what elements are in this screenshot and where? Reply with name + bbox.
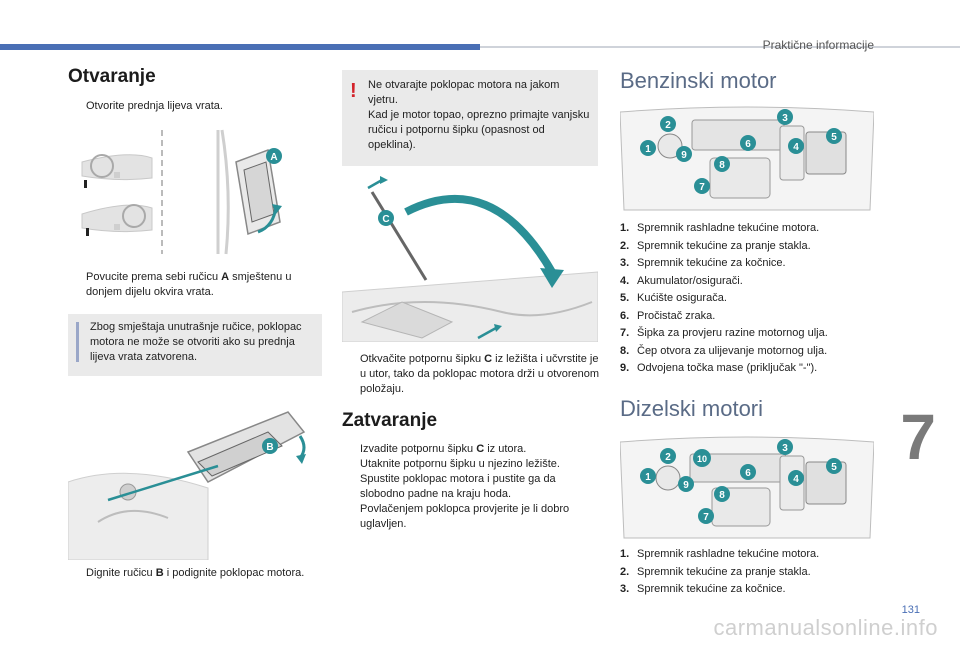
heading-dizelski-motori: Dizelski motori — [620, 396, 764, 421]
step-open-door: Otvorite prednja lijeva vrata. — [86, 100, 223, 112]
list-item: 2.Spremnik tekućine za pranje stakla. — [620, 565, 811, 578]
marker-2: 2 — [665, 452, 671, 463]
header-rule — [480, 46, 960, 48]
petrol-legend: 1.Spremnik rashladne tekućine motora. 2.… — [620, 220, 870, 378]
header-accent-bar — [0, 44, 480, 50]
marker-4: 4 — [793, 142, 799, 153]
marker-5: 5 — [831, 462, 837, 473]
list-item: 7.Šipka za provjeru razine motornog ulja… — [620, 327, 828, 339]
heading-benzinski-motor: Benzinski motor — [620, 68, 777, 93]
marker-2: 2 — [665, 120, 671, 131]
step-raise-lever-b: Dignite ručicu B i podignite poklopac mo… — [86, 567, 305, 579]
figure-diesel-engine: 1 2 3 4 5 6 7 8 9 10 — [620, 436, 874, 539]
heading-zatvaranje: Zatvaranje — [342, 410, 438, 431]
warning-icon: ! — [350, 80, 357, 102]
marker-1: 1 — [645, 472, 651, 483]
marker-6: 6 — [745, 139, 751, 150]
marker-9: 9 — [683, 480, 689, 491]
marker-3: 3 — [782, 443, 788, 454]
info-bar-icon — [76, 322, 79, 362]
figure-lever-a: A — [81, 129, 282, 255]
figure-prop-rod-c: C — [342, 176, 598, 342]
closing-step: Spustite poklopac motora i pustite ga da… — [360, 473, 556, 500]
list-item: 5.Kućište osigurača. — [620, 292, 727, 304]
closing-step: Utaknite potpornu šipku u njezino ležišt… — [360, 458, 560, 470]
list-item: 3.Spremnik tekućine za kočnice. — [620, 257, 786, 269]
marker-6: 6 — [745, 468, 751, 479]
list-item: 1.Spremnik rashladne tekućine motora. — [620, 222, 820, 234]
info-note: Zbog smještaja unutrašnje ručice, poklop… — [68, 314, 322, 376]
list-item: 8.Čep otvora za ulijevanje motornog ulja… — [620, 344, 828, 357]
list-item: 3.Spremnik tekućine za kočnice. — [620, 583, 786, 595]
marker-a: A — [270, 152, 277, 163]
marker-7: 7 — [703, 512, 709, 523]
step-unhook-rod-c: Otkvačite potpornu šipku C iz ležišta i … — [360, 353, 600, 395]
page-number: 131 — [901, 604, 920, 616]
figure-lever-b: B — [68, 411, 306, 560]
closing-steps: Izvadite potpornu šipku C iz utora. Utak… — [342, 442, 598, 532]
marker-b: B — [266, 442, 273, 453]
figure-petrol-engine: 1 2 3 4 5 6 7 8 9 — [620, 106, 874, 211]
list-item: 4.Akumulator/osigurači. — [620, 274, 743, 287]
diesel-legend: 1.Spremnik rashladne tekućine motora. 2.… — [620, 546, 870, 599]
marker-c: C — [382, 214, 389, 225]
list-item: 2.Spremnik tekućine za pranje stakla. — [620, 239, 811, 252]
running-head: Praktične informacije — [762, 38, 874, 52]
watermark: carmanualsonline.info — [713, 615, 938, 640]
marker-9: 9 — [681, 150, 687, 161]
chapter-number: 7 — [900, 401, 936, 473]
marker-3: 3 — [782, 113, 788, 124]
marker-10: 10 — [697, 454, 707, 464]
marker-7: 7 — [699, 182, 705, 193]
heading-otvaranje: Otvaranje — [68, 66, 156, 87]
marker-8: 8 — [719, 160, 725, 171]
step-pull-lever-a: Povucite prema sebi ručicu A smještenu u… — [86, 271, 292, 298]
marker-1: 1 — [645, 144, 651, 155]
marker-8: 8 — [719, 490, 725, 501]
list-item: 9.Odvojena točka mase (priključak "-"). — [620, 362, 818, 374]
warning-box: ! Ne otvarajte poklopac motora na jakom … — [342, 70, 598, 166]
list-item: 6.Pročistač zraka. — [620, 309, 716, 322]
list-item: 1.Spremnik rashladne tekućine motora. — [620, 548, 820, 560]
closing-step: Izvadite potpornu šipku C iz utora. — [360, 443, 527, 455]
marker-5: 5 — [831, 132, 837, 143]
marker-4: 4 — [793, 474, 799, 485]
closing-step: Povlačenjem poklopca provjerite je li do… — [360, 503, 570, 530]
